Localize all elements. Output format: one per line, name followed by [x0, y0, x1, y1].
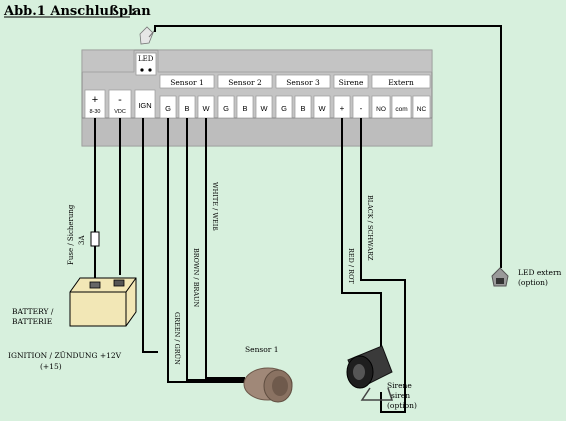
wire-label-black: BLACK / SCHWARZ — [366, 195, 374, 261]
terminal-s3-w: W — [318, 104, 326, 113]
terminal-s2-b: B — [242, 104, 247, 113]
header-box-sensor1 — [159, 74, 215, 89]
terminal-extern-nc: NC — [417, 106, 427, 113]
led-indicator: LED — [135, 52, 157, 76]
terminal-s3-g: G — [281, 104, 287, 113]
header-sensor2: Sensor 2 — [228, 78, 262, 87]
battery-icon — [69, 277, 137, 327]
terminal-extern-com: com — [395, 106, 407, 113]
wire-label-red: RED / ROT — [347, 248, 355, 284]
terminal-s1-g: G — [165, 104, 171, 113]
terminal-plus-sub: 8-30 — [89, 109, 100, 115]
terminal-box-s3-w — [313, 95, 331, 119]
sensor1-label: Sensor 1 — [245, 345, 279, 354]
fuse-icon — [90, 231, 100, 247]
terminal-extern-no: NO — [376, 106, 386, 113]
siren-label-line2: siren — [391, 391, 410, 400]
terminal-sirene-plus: + — [340, 104, 345, 113]
terminal-sirene-minus: - — [360, 104, 363, 113]
wire-black — [360, 118, 406, 413]
led-extern-label-line2: (option) — [518, 278, 548, 287]
header-box-sensor3 — [275, 74, 331, 89]
wire-red — [341, 118, 382, 352]
ignition-label: IGNITION / ZÜNDUNG +12V — [8, 351, 122, 360]
terminal-box-s2-g — [217, 95, 235, 119]
battery-label-line1: BATTERY / — [12, 307, 54, 316]
sensor-icon — [243, 367, 293, 403]
wire-label-brown: BROWN / BRAUN — [192, 248, 200, 308]
terminal-box-s3-b — [294, 95, 312, 119]
header-sensor3: Sensor 3 — [286, 78, 320, 87]
wire-led-extern — [154, 25, 502, 268]
header-sirene: Sirene — [339, 78, 364, 87]
wire-ignition — [142, 118, 158, 353]
terminal-minus-sub: VDC — [114, 109, 126, 115]
terminal-labels: + 8-30 - VDC IGN G B W G B W G B W + - N… — [84, 89, 431, 119]
fuse-label: Fuse / Sicherung — [67, 204, 75, 265]
terminal-ign: IGN — [138, 101, 151, 110]
terminal-plus: + — [92, 94, 98, 106]
module-top-left-panel — [81, 49, 135, 73]
terminal-s1-w: W — [202, 104, 210, 113]
terminal-s2-w: W — [260, 104, 268, 113]
terminal-minus: - — [118, 94, 122, 106]
terminal-box-extern-no — [371, 95, 391, 119]
module-bottom-strip — [81, 117, 433, 147]
led-plug-icon — [139, 26, 156, 45]
led-dot-left — [140, 68, 144, 72]
wire-label-white: WHITE / WEIß — [211, 182, 219, 231]
terminal-box-s2-w — [255, 95, 273, 119]
siren-label-line1: Sirene — [387, 381, 412, 390]
wire-label-green: GREEN / GRÜN — [173, 312, 182, 365]
module-top-right-panel — [157, 49, 433, 73]
terminal-box-extern-com — [391, 95, 412, 119]
diagram-title: Abb.1 Anschlußplan — [3, 4, 151, 19]
led-dot-right — [148, 68, 152, 72]
terminal-s2-g: G — [223, 104, 229, 113]
wires — [94, 25, 502, 413]
terminal-box-ign — [134, 89, 156, 119]
header-box-sensor2 — [217, 74, 273, 89]
ignition-sub-label: (+15) — [40, 362, 62, 371]
wire-white — [205, 118, 245, 379]
siren-label-line3: (option) — [387, 401, 417, 410]
wire-green — [167, 118, 245, 383]
header-sensor1: Sensor 1 — [170, 78, 204, 87]
header-box-extern — [371, 74, 431, 89]
title-colon: : — [131, 4, 136, 19]
header-box-sirene — [333, 74, 369, 89]
siren-icon — [346, 345, 394, 401]
terminal-s1-b: B — [184, 104, 189, 113]
header-extern: Extern — [388, 78, 414, 87]
terminal-s3-b: B — [300, 104, 305, 113]
terminal-box-s2-b — [236, 95, 254, 119]
wire-brown — [186, 118, 245, 381]
terminal-box-s3-g — [275, 95, 293, 119]
group-headers: Sensor 1 Sensor 2 Sensor 3 Sirene Extern — [159, 74, 431, 89]
terminal-box-extern-nc — [412, 95, 431, 119]
fuse-rating: 3A — [78, 235, 86, 245]
led-extern-label-line1: LED extern — [518, 268, 562, 277]
led-label: LED — [138, 55, 154, 63]
battery-label-line2: BATTERIE — [12, 317, 52, 326]
led-extern-icon — [491, 267, 509, 287]
